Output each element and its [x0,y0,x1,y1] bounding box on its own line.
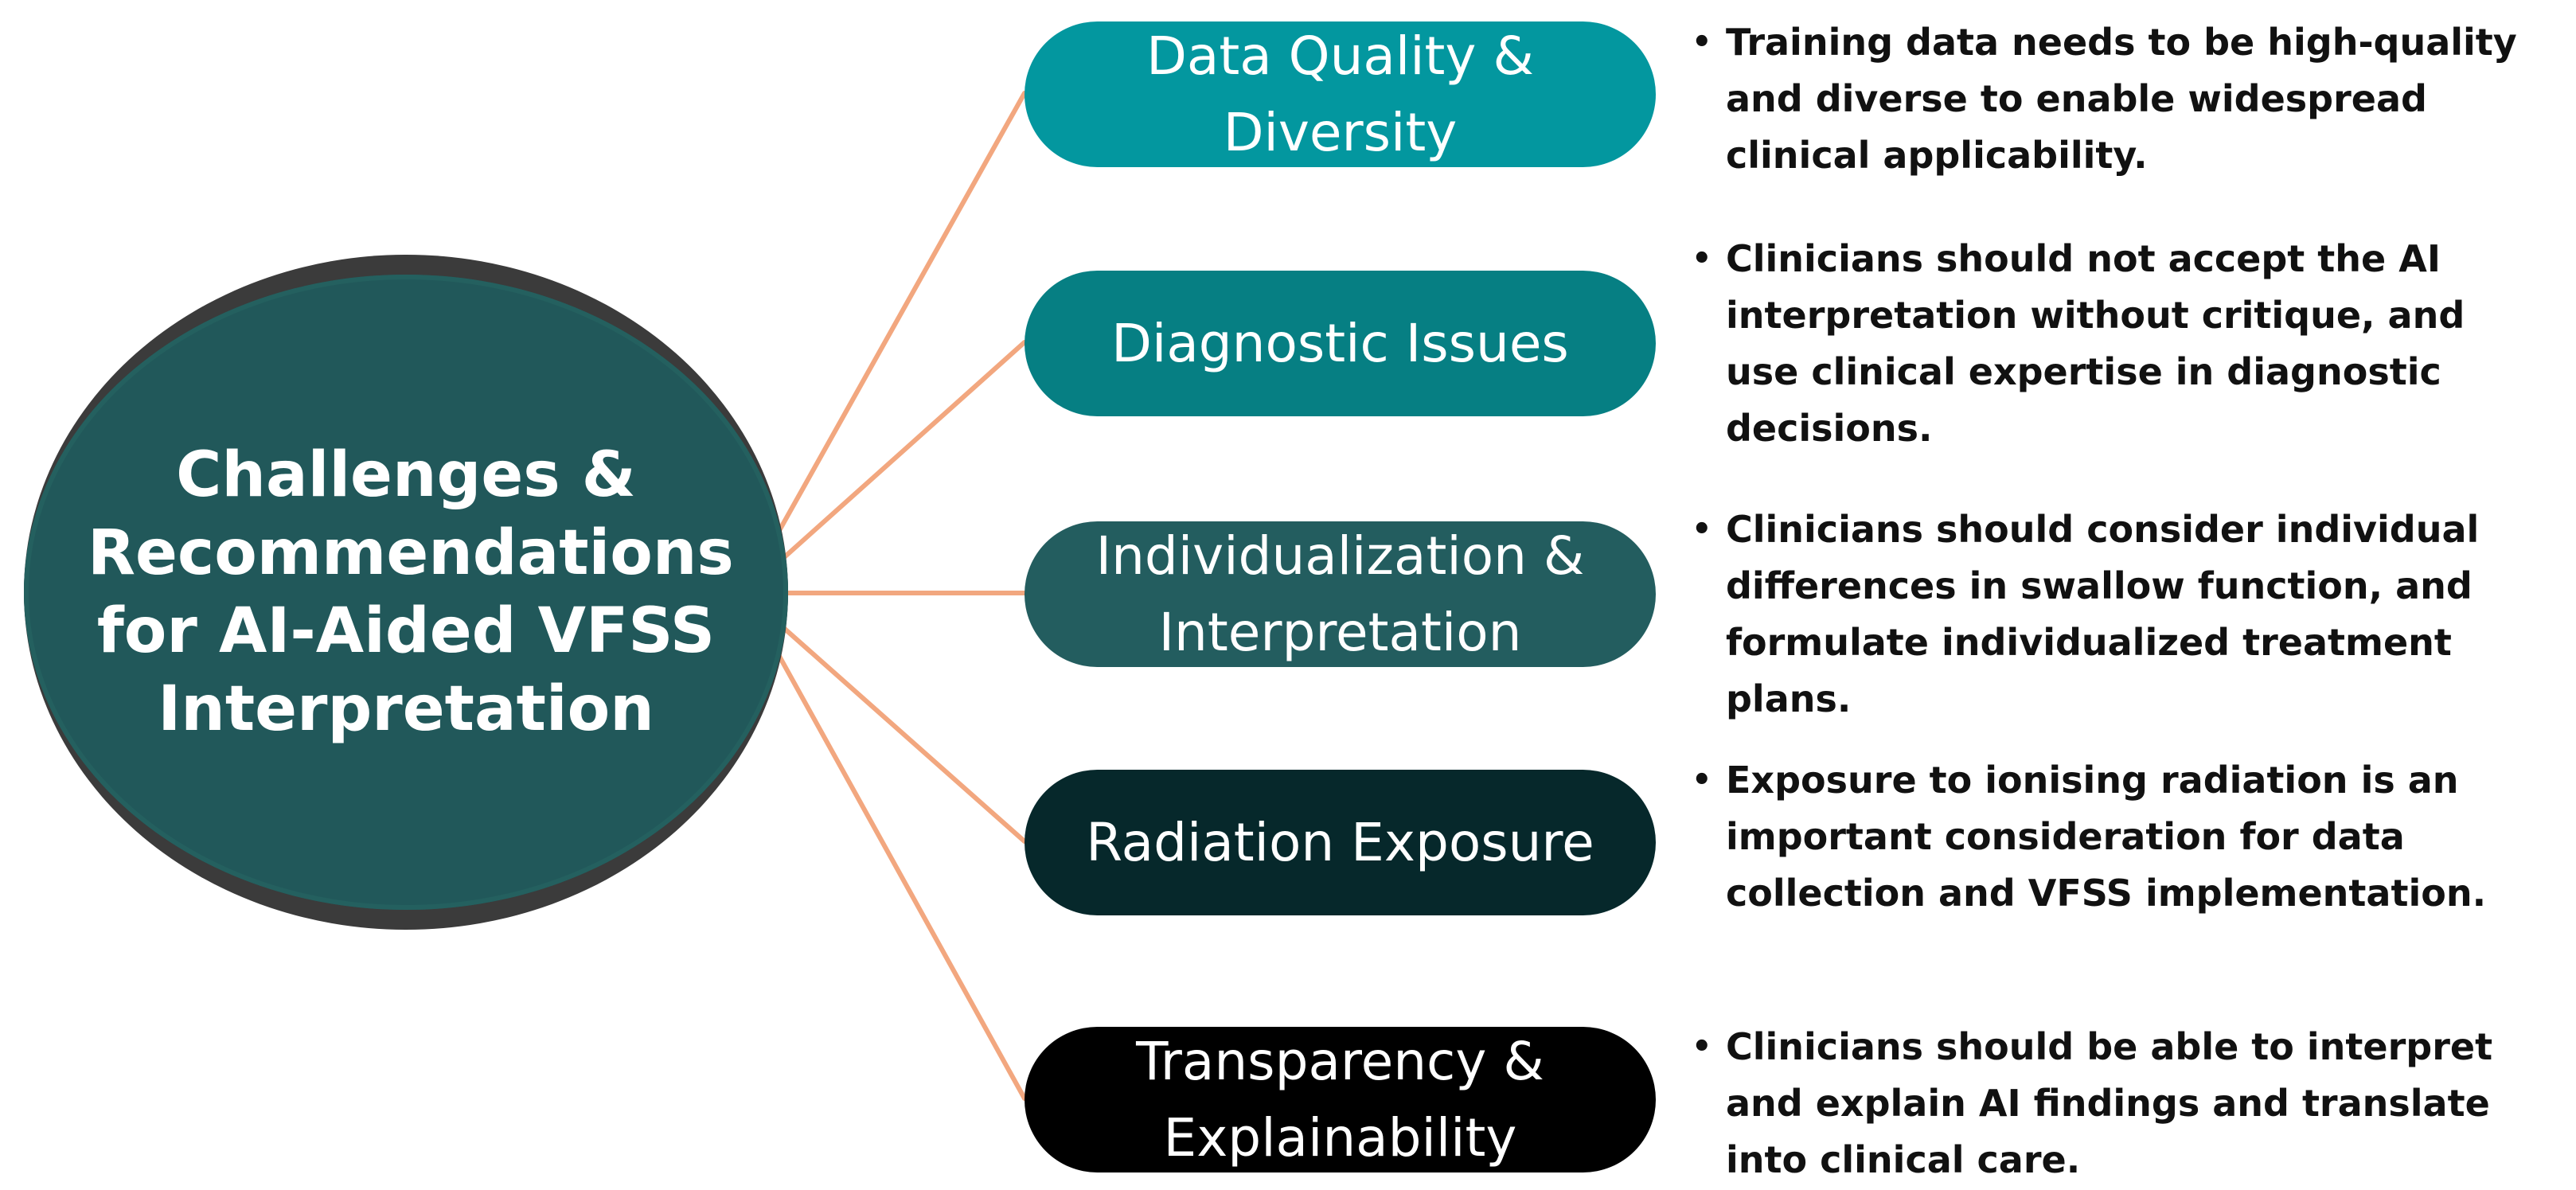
recommendation-text: Clinicians should be able to interpret a… [1726,1025,2493,1181]
challenge-label: Radiation Exposure [1086,811,1594,873]
bullet-glyph: • [1692,762,1712,798]
connector-line-4 [742,591,1027,844]
connector-line-5 [742,591,1027,1101]
connector-line-1 [742,91,1027,595]
recommendation-text: Clinicians should consider individual di… [1726,508,2480,720]
challenge-node-individualization: Individualization & Interpretation [1025,521,1656,667]
recommendation-text: Exposure to ionising radiation is an imp… [1726,759,2487,915]
bullet-glyph: • [1692,24,1712,60]
bullet-glyph: • [1692,511,1712,548]
recommendation-text-transparency: • Clinicians should be able to interpret… [1692,1019,2567,1188]
center-node: Challenges & Recommendations for AI-Aide… [24,275,788,910]
challenge-label: Data Quality & Diversity [1146,25,1534,163]
recommendation-text-radiation-exposure: • Exposure to ionising radiation is an i… [1692,752,2567,922]
bullet-glyph: • [1692,240,1712,277]
connector-line-2 [742,340,1027,595]
recommendation-text-diagnostic-issues: • Clinicians should not accept the AI in… [1692,231,2567,457]
recommendation-text: Clinicians should not accept the AI inte… [1726,237,2465,450]
challenge-node-data-quality: Data Quality & Diversity [1025,21,1656,167]
recommendation-text-data-quality: • Training data needs to be high-quality… [1692,14,2567,184]
challenge-node-diagnostic-issues: Diagnostic Issues [1025,271,1656,416]
center-node-title: Challenges & Recommendations for AI-Aide… [88,439,734,745]
challenge-node-transparency: Transparency & Explainability [1025,1027,1656,1172]
challenge-label: Transparency & Explainability [1136,1030,1544,1169]
bullet-glyph: • [1692,1028,1712,1065]
challenge-label: Diagnostic Issues [1111,312,1569,374]
challenge-node-radiation-exposure: Radiation Exposure [1025,770,1656,915]
recommendation-text: Training data needs to be high-quality a… [1726,21,2517,177]
recommendation-text-individualization: • Clinicians should consider individual … [1692,501,2567,728]
challenge-label: Individualization & Interpretation [1095,525,1585,663]
